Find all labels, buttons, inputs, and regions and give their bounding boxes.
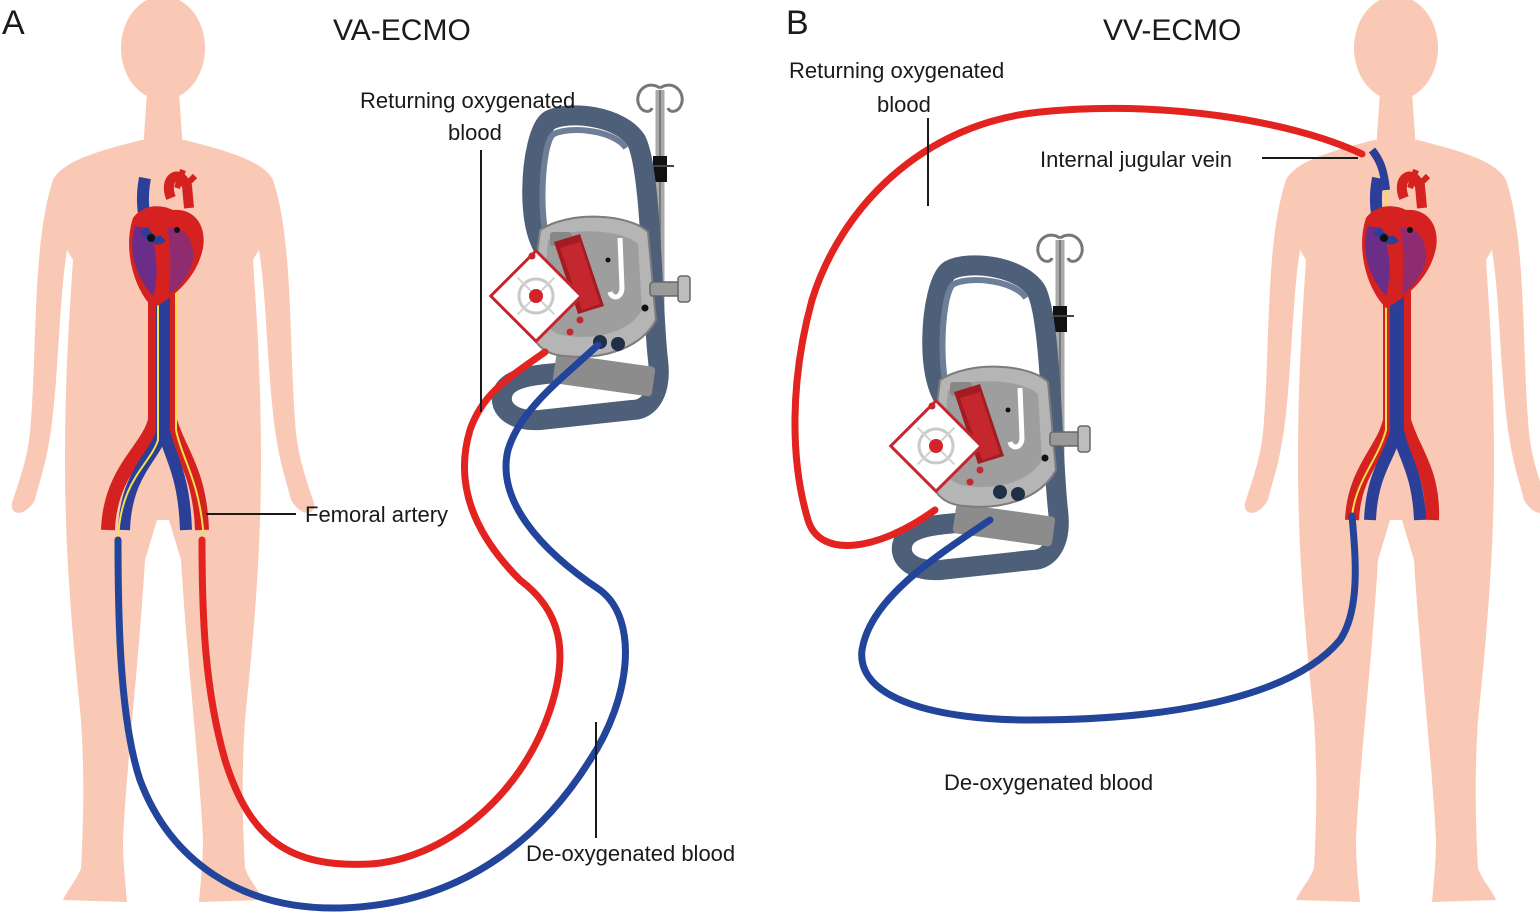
panel-b-title: VV-ECMO [1103, 14, 1241, 47]
label-femoral-artery: Femoral artery [305, 502, 448, 527]
label-return-b-2: blood [877, 92, 931, 117]
label-deoxy-a: De-oxygenated blood [526, 841, 735, 866]
vessels-b [1345, 147, 1437, 521]
panel-a-letter: A [2, 4, 25, 42]
panel-a: A VA-ECMO Returning oxygenated blood Fem… [2, 0, 735, 912]
patient-body-a [11, 0, 315, 902]
label-return-a-2: blood [448, 120, 502, 145]
label-return-b-1: Returning oxygenated [789, 58, 1004, 83]
panel-a-title: VA-ECMO [333, 14, 471, 47]
vessels-a [101, 170, 204, 541]
deoxygenated-tube-a [114, 341, 629, 912]
oxygenated-tube-b [791, 105, 1366, 549]
oxygenated-tube-a [198, 348, 564, 868]
deoxygenated-tube-b [858, 512, 1359, 724]
panel-b: B VV-ECMO Returning oxygenated blood Int… [786, 0, 1540, 902]
panel-b-letter: B [786, 4, 809, 42]
label-deoxy-b: De-oxygenated blood [944, 770, 1153, 795]
label-return-a-1: Returning oxygenated [360, 88, 575, 113]
label-internal-jugular-vein: Internal jugular vein [1040, 147, 1232, 172]
